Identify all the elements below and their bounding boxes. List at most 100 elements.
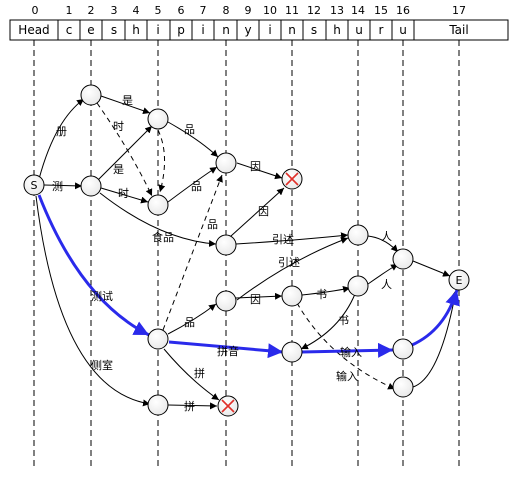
cell-16: u xyxy=(399,23,407,37)
index-16: 16 xyxy=(396,4,410,17)
index-4: 4 xyxy=(133,4,140,17)
edge-n6-n9 xyxy=(235,232,349,245)
node-end xyxy=(448,269,470,291)
edge-n13-x2 xyxy=(167,402,218,410)
index-2: 2 xyxy=(88,4,95,17)
node-start xyxy=(23,174,45,196)
label-yin-c: 因 xyxy=(250,293,261,306)
label-yin-a: 因 xyxy=(250,160,261,173)
label-ceshi: 测试 xyxy=(91,290,113,303)
dead-end-nodes xyxy=(217,168,303,417)
label-shuru-b: 输入 xyxy=(336,369,358,383)
edge-n2-n6 xyxy=(99,192,217,247)
label-ren-a: 人 xyxy=(381,230,392,243)
index-7: 7 xyxy=(200,4,207,17)
edge-n8-n10 xyxy=(301,285,351,296)
index-9: 9 xyxy=(245,4,252,17)
label-yinshu-b: 引述 xyxy=(278,255,300,269)
label-ce-test: 测 xyxy=(52,180,63,193)
label-shi-a: 是 xyxy=(122,94,133,107)
node-15 xyxy=(392,338,414,360)
dead-node-1 xyxy=(281,168,303,190)
path-n8-n15 xyxy=(301,342,394,358)
node-1 xyxy=(80,84,102,106)
label-shu2: 书 xyxy=(338,314,349,327)
node-12 xyxy=(147,328,169,350)
edge-n2-n3 xyxy=(97,125,153,181)
node-2 xyxy=(80,175,102,197)
cell-8: n xyxy=(222,23,230,37)
cell-5: i xyxy=(156,23,159,37)
node-9 xyxy=(347,224,369,246)
path-n12-n8 xyxy=(168,340,284,359)
node-3 xyxy=(147,108,169,130)
edge-s-n1 xyxy=(38,98,85,180)
edge-n7-n8 xyxy=(235,292,283,300)
label-shi-b: 时 xyxy=(113,120,124,133)
index-15: 15 xyxy=(374,4,388,17)
node-13 xyxy=(147,394,169,416)
label-shuru-a: 输入 xyxy=(340,345,362,359)
index-1: 1 xyxy=(66,4,73,17)
lattice-edges xyxy=(35,95,459,410)
end-node-label: E xyxy=(456,274,463,287)
edge-n3-n4-dashed xyxy=(157,129,166,193)
index-17: 17 xyxy=(452,4,466,17)
cell-3: s xyxy=(111,23,117,37)
index-10: 10 xyxy=(263,4,277,17)
index-12: 12 xyxy=(307,4,321,17)
edge-n4-n5 xyxy=(167,166,218,203)
edge-n8-n14-dashed xyxy=(296,302,396,390)
lattice-nodes xyxy=(23,84,470,416)
node-4 xyxy=(147,194,169,216)
index-6: 6 xyxy=(178,4,185,17)
cell-2: e xyxy=(87,23,94,37)
cell-13: h xyxy=(333,23,341,37)
label-shu: 书 xyxy=(316,288,327,301)
cell-14: u xyxy=(355,23,363,37)
label-pin-a: 品 xyxy=(184,123,195,136)
node-7 xyxy=(215,290,237,312)
path-n15-e xyxy=(411,289,460,347)
cell-17: Tail xyxy=(448,23,468,37)
edge-n3-n5 xyxy=(167,121,219,158)
edge-n5-x1 xyxy=(236,162,283,180)
node-8a xyxy=(281,285,303,307)
edge-n1-n3 xyxy=(100,95,151,115)
label-cishi: 侧室 xyxy=(91,358,113,372)
edge-n12-n7 xyxy=(167,303,217,335)
label-pin-x: 拼 xyxy=(194,366,205,380)
index-13: 13 xyxy=(330,4,344,17)
node-5 xyxy=(215,152,237,174)
index-row: 0 1 2 3 4 5 6 7 8 9 10 11 12 13 14 15 16… xyxy=(32,4,467,17)
label-pinyin: 拼音 xyxy=(217,344,239,358)
edge-n9-n11 xyxy=(367,235,399,253)
edge-labels: 册 测 是 时 是 时 品 品 因 因 品 食品 引述 引述 人 人 因 书 书… xyxy=(52,94,392,413)
path-s-n12 xyxy=(37,194,150,337)
label-shi-d: 时 xyxy=(118,187,129,200)
index-3: 3 xyxy=(111,4,118,17)
edge-n12-x2 xyxy=(163,348,220,401)
cell-0: Head xyxy=(18,23,49,37)
label-yin-b: 因 xyxy=(258,205,269,218)
node-11 xyxy=(392,248,414,270)
node-6 xyxy=(215,234,237,256)
dead-node-2 xyxy=(217,395,239,417)
edge-s-n2 xyxy=(43,182,83,190)
label-ren-b: 人 xyxy=(381,278,392,291)
best-path xyxy=(37,194,460,359)
edge-n12-n5-dashed xyxy=(162,174,223,331)
label-shi-c: 是 xyxy=(113,163,124,176)
label-pin-d: 品 xyxy=(184,316,195,329)
cell-9: y xyxy=(244,23,251,37)
edge-n7-n9 xyxy=(236,237,349,301)
edge-n1-n4-dashed xyxy=(96,102,153,197)
index-14: 14 xyxy=(351,4,365,17)
cell-11: n xyxy=(288,23,296,37)
index-8: 8 xyxy=(223,4,230,17)
edge-n14-e xyxy=(412,289,459,388)
cell-12: s xyxy=(311,23,317,37)
cell-7: i xyxy=(201,23,204,37)
edge-n10-n8-down xyxy=(300,293,356,350)
